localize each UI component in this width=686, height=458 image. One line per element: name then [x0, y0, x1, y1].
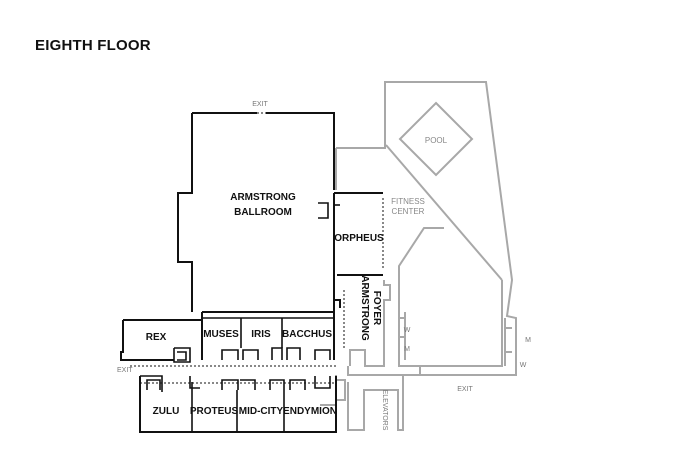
- armstrong-foyer-label-1: ARMSTRONG: [359, 275, 370, 341]
- armstrong-ballroom-label-1: ARMSTRONG: [230, 192, 296, 203]
- gray-structure: [320, 81, 517, 431]
- meeting-rooms-lower: [139, 375, 337, 433]
- fitness-center-label-2: CENTER: [392, 207, 425, 216]
- iris-label: IRIS: [251, 329, 271, 340]
- restroom-w1-label: W: [404, 327, 411, 334]
- muses-label: MUSES: [203, 329, 239, 340]
- exit-labels: EXIT EXIT EXIT: [117, 101, 474, 393]
- pool-label: POOL: [425, 136, 448, 145]
- rex-label: REX: [146, 332, 167, 343]
- orpheus-label: ORPHEUS: [334, 233, 384, 244]
- room-labels: ARMSTRONG BALLROOM ORPHEUS ARMSTRONG FOY…: [146, 136, 448, 431]
- restroom-w2-label: W: [520, 362, 527, 369]
- mid-city-label: MID-CITY: [239, 406, 284, 417]
- restroom-m1-label: M: [404, 346, 410, 353]
- bacchus-label: BACCHUS: [282, 329, 332, 340]
- floor-title: EIGHTH FLOOR: [35, 37, 151, 54]
- fitness-center-label-1: FITNESS: [391, 197, 425, 206]
- meeting-rooms-upper: [201, 311, 335, 360]
- restroom-labels: W M M W: [404, 327, 531, 369]
- rex-walls: [120, 319, 202, 363]
- exit-left-label: EXIT: [117, 367, 133, 374]
- proteus-label: PROTEUS: [190, 406, 239, 417]
- exit-top-label: EXIT: [252, 101, 268, 108]
- corridor-dots: [130, 365, 336, 384]
- elevators-label: ELEVATORS: [381, 390, 388, 431]
- pool-outline: [398, 101, 474, 177]
- armstrong-ballroom-label-2: BALLROOM: [234, 207, 292, 218]
- endymion-label: ENDYMION: [283, 406, 337, 417]
- restroom-m2-label: M: [525, 337, 531, 344]
- zulu-label: ZULU: [153, 406, 180, 417]
- exit-bottom-label: EXIT: [457, 386, 473, 393]
- orpheus-foyer-walls: [333, 192, 384, 350]
- armstrong-foyer-label-2: FOYER: [371, 291, 382, 326]
